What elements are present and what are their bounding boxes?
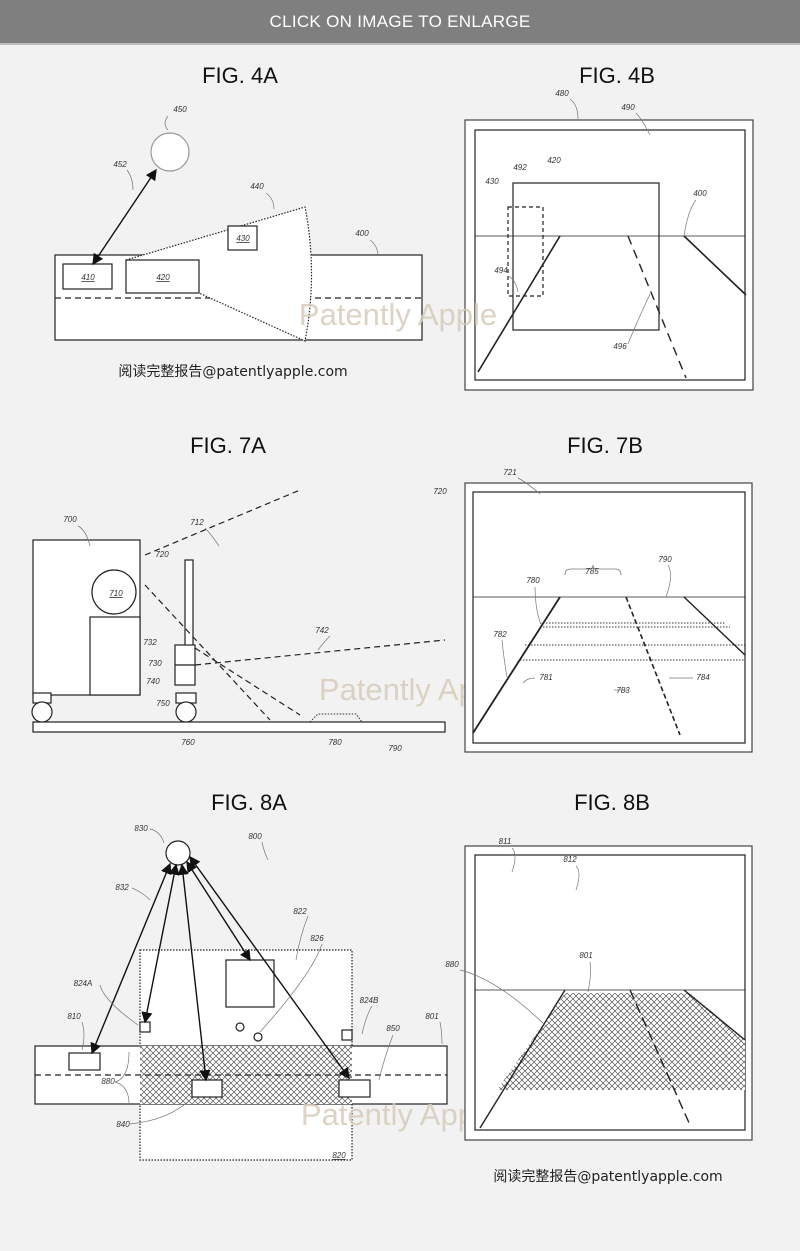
bump-780: [309, 713, 363, 723]
ref-822: 822: [293, 907, 307, 916]
ref-720: 720: [155, 550, 169, 559]
ref-480: 480: [555, 89, 569, 98]
camera-view-420: [512, 182, 660, 331]
hatched-region-880: [497, 993, 745, 1090]
ref-800: 800: [248, 832, 262, 841]
ref-850: 850: [386, 1024, 400, 1033]
ref-832: 832: [115, 883, 129, 892]
ref-400: 400: [355, 229, 369, 238]
box-430: [227, 225, 258, 251]
region-430: [507, 206, 544, 297]
ref-760: 760: [181, 738, 195, 747]
ref-840: 840: [116, 1120, 130, 1129]
box-810: [68, 1052, 101, 1071]
ref-740: 740: [146, 677, 160, 686]
display-720: [184, 559, 194, 651]
sensor-field-440: [124, 206, 313, 342]
link-452: [92, 168, 157, 266]
fig-4a-title: FIG. 4A: [202, 63, 278, 88]
fig-8b-title: FIG. 8B: [574, 790, 650, 815]
ref-430: 430: [485, 177, 499, 186]
ref-700: 700: [63, 515, 77, 524]
ref-785: 785: [585, 567, 599, 576]
box-840: [191, 1079, 223, 1098]
ref-420: 420: [156, 273, 170, 282]
ref-780: 780: [328, 738, 342, 747]
fig-7a: FIG. 7A 710 700 712 720 732 730 740 750 …: [31, 433, 517, 753]
fig-4b-title: FIG. 4B: [579, 63, 655, 88]
ref-810: 810: [67, 1012, 81, 1021]
ref-824a: 824A: [74, 979, 93, 988]
ref-830: 830: [134, 824, 148, 833]
ref-430: 430: [236, 234, 250, 243]
ref-811: 811: [499, 837, 512, 846]
ref-496: 496: [613, 342, 627, 351]
enlarge-banner[interactable]: CLICK ON IMAGE TO ENLARGE: [0, 0, 800, 45]
ref-750: 750: [156, 699, 170, 708]
fig-7b-title: FIG. 7B: [567, 433, 643, 458]
ref-732: 732: [143, 638, 157, 647]
sensor-824b: [341, 1029, 353, 1041]
box-822: [225, 959, 275, 1008]
ref-721: 721: [503, 468, 516, 477]
fig-8a-title: FIG. 8A: [211, 790, 287, 815]
ref-880: 880: [445, 960, 459, 969]
ref-742: 742: [315, 626, 329, 635]
ref-492: 492: [513, 163, 527, 172]
ref-440: 440: [250, 182, 264, 191]
fig-7b: FIG. 7B 720 721 785 790 780 782 781 783 …: [433, 433, 753, 753]
box-420: [125, 259, 200, 294]
ref-730: 730: [148, 659, 162, 668]
ref-880: 880: [101, 1077, 115, 1086]
fig-8b: FIG. 8B 811 812 801 880 阅读完整报告@patentlya…: [445, 790, 753, 1185]
ref-826: 826: [310, 934, 324, 943]
ref-420: 420: [547, 156, 561, 165]
ref-801: 801: [425, 1012, 438, 1021]
ref-783: 783: [616, 686, 630, 695]
occupant-head-710: [91, 569, 137, 615]
ref-824b: 824B: [360, 996, 379, 1005]
report-link[interactable]: 阅读完整报告@patentlyapple.com: [493, 1168, 722, 1185]
ref-790: 790: [658, 555, 672, 564]
satellite-830: [165, 840, 191, 866]
ref-782: 782: [493, 630, 507, 639]
ref-784: 784: [696, 673, 710, 682]
satellite-450: [150, 132, 190, 172]
ref-712: 712: [190, 518, 204, 527]
ref-410: 410: [81, 273, 95, 282]
report-link[interactable]: 阅读完整报告@patentlyapple.com: [118, 363, 347, 380]
watermark: Patently Apple: [299, 297, 497, 332]
ref-450: 450: [173, 105, 187, 114]
box-850: [338, 1079, 371, 1098]
ref-790: 790: [388, 744, 402, 753]
sensor-824a: [139, 1021, 151, 1033]
ref-720: 720: [433, 487, 447, 496]
ref-400: 400: [693, 189, 707, 198]
ref-781: 781: [539, 673, 552, 682]
ref-710: 710: [109, 589, 123, 598]
ref-780: 780: [526, 576, 540, 585]
box-410: [62, 263, 113, 290]
ref-812: 812: [563, 855, 577, 864]
ref-820: 820: [332, 1151, 346, 1160]
fig-4b: FIG. 4B 480 490 492 420 430 400 494 496 …: [299, 63, 754, 391]
ref-452: 452: [113, 160, 127, 169]
ref-494: 494: [494, 266, 508, 275]
ref-801: 801: [579, 951, 592, 960]
road-790: [32, 721, 446, 733]
fig-7a-title: FIG. 7A: [190, 433, 266, 458]
fig-4a: FIG. 4A 410 420 430 450 452 440 400 阅读完整…: [54, 63, 423, 380]
ref-490: 490: [621, 103, 635, 112]
fig-8a: FIG. 8A 830 800 832 822 826 824A 824B: [34, 790, 499, 1161]
